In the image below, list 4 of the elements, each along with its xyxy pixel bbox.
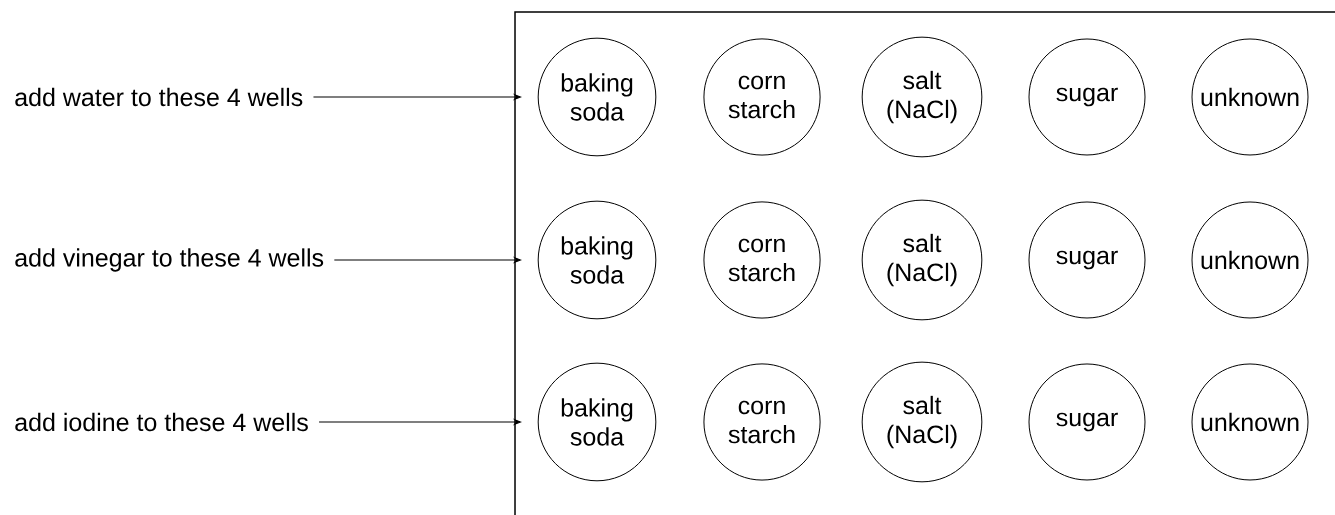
instruction-text: add vinegar to these 4 wells: [15, 248, 324, 272]
plate-outline: [514, 11, 1335, 515]
instruction-text: add iodine to these 4 wells: [15, 412, 308, 432]
instruction-text: add water to these 4 wells: [15, 87, 303, 107]
